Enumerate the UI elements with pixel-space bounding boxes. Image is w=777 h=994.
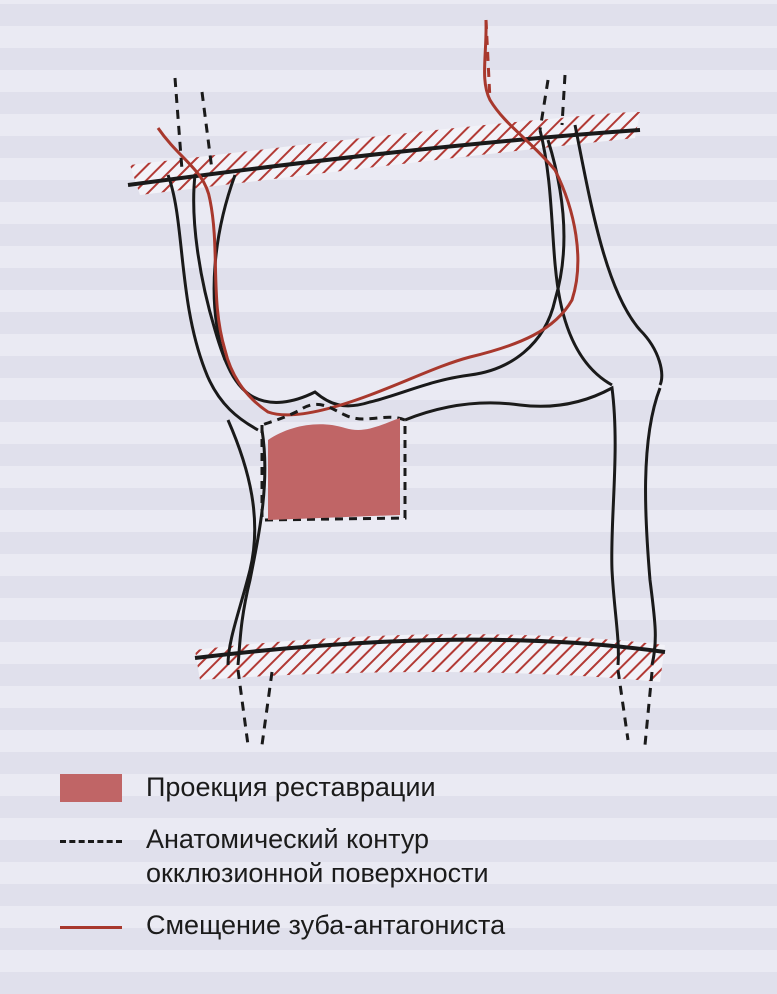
upper-left-root-dash-2 <box>200 91 214 171</box>
lower-right-tooth-outline <box>404 385 620 666</box>
dental-diagram <box>127 19 666 746</box>
upper-tooth-outline <box>192 139 566 408</box>
upper-right-root-dash <box>538 79 550 131</box>
upper-left-tooth-outline <box>166 174 259 432</box>
legend-anatomical-label-1: Анатомический контур <box>146 824 430 854</box>
legend-antagonist-shift: Смещение зуба-антагониста <box>60 908 760 942</box>
lower-left-root-dash-2 <box>260 671 274 746</box>
legend-anatomical-label-2: окклюзионной поверхности <box>146 858 489 888</box>
legend-anatomical-contour: Анатомический контур окклюзионной поверх… <box>60 822 760 890</box>
legend-restoration-label: Проекция реставрации <box>146 772 436 802</box>
legend-restoration: Проекция реставрации <box>60 770 760 804</box>
lower-right-root-dash <box>616 669 630 741</box>
lower-left-root-dash <box>236 669 250 746</box>
lower-right-root-dash-2 <box>643 671 654 746</box>
restoration-projection <box>268 418 400 520</box>
lower-tooth-outline <box>236 429 267 666</box>
dashed-line-swatch <box>60 840 122 846</box>
red-line-swatch <box>60 926 122 929</box>
anatomical-contour-dashed <box>260 402 407 522</box>
upper-right-tooth-outline <box>538 129 613 387</box>
lower-right-tooth-outline-2 <box>644 387 662 666</box>
lower-left-tooth-outline <box>226 419 257 666</box>
antagonist-shift-line <box>156 19 580 417</box>
antagonist-root-dash <box>484 19 492 101</box>
restoration-swatch <box>60 774 122 802</box>
upper-right-root-dash-2 <box>560 74 567 126</box>
lower-occlusal-line <box>194 637 666 660</box>
upper-right-tooth-outline-2 <box>573 124 664 386</box>
legend-antagonist-label: Смещение зуба-антагониста <box>146 910 506 940</box>
legend: Проекция реставрации Анатомический конту… <box>60 770 760 960</box>
upper-left-tooth-outline-2 <box>212 174 237 361</box>
